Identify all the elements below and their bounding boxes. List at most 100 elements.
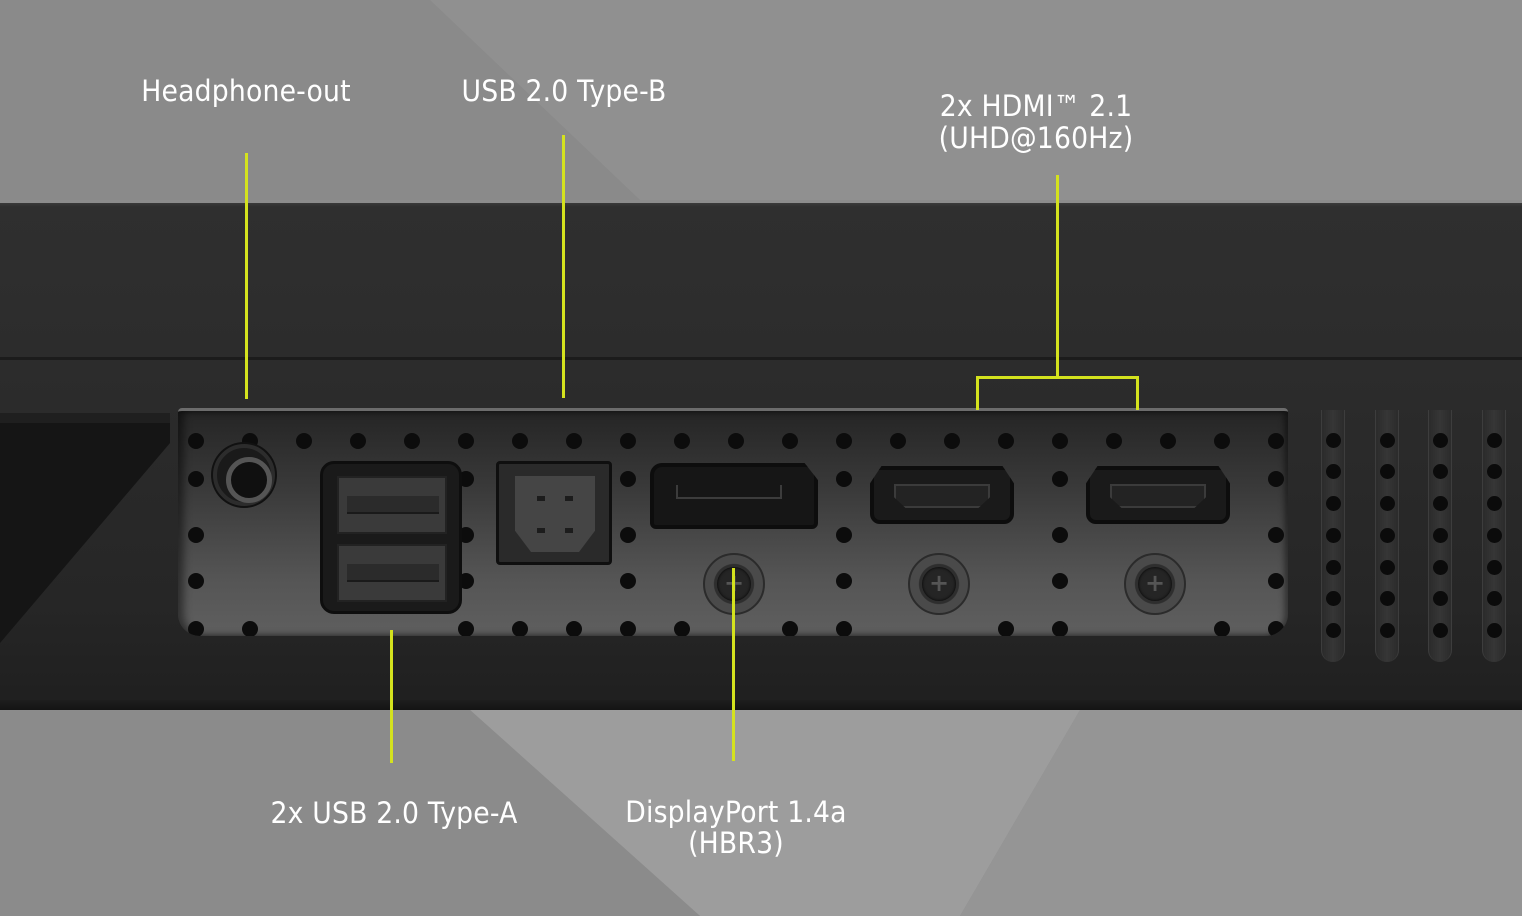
perforation-hole xyxy=(512,433,528,449)
perforation-hole xyxy=(620,527,636,543)
perforation-hole xyxy=(1268,527,1284,543)
vent-hole xyxy=(1433,433,1448,448)
perforation-hole xyxy=(998,433,1014,449)
perforation-hole xyxy=(458,471,474,487)
displayport-port[interactable] xyxy=(650,463,818,529)
vent-hole xyxy=(1433,464,1448,479)
vent-hole xyxy=(1326,496,1341,511)
usb-b-port[interactable] xyxy=(496,461,612,565)
label-displayport: DisplayPort 1.4a (HBR3) xyxy=(611,797,861,859)
monitor-upper-housing xyxy=(0,203,1522,360)
vent-hole xyxy=(1487,433,1502,448)
perforation-hole xyxy=(620,433,636,449)
perforation-hole xyxy=(1052,573,1068,589)
vent-hole xyxy=(1487,623,1502,638)
perforation-hole xyxy=(188,433,204,449)
perforation-hole xyxy=(458,527,474,543)
vent-hole xyxy=(1433,560,1448,575)
perforation-hole xyxy=(620,471,636,487)
perforation-hole xyxy=(1052,433,1068,449)
monitor-bottom-edge xyxy=(0,700,1522,710)
label-hdmi: 2x HDMI™ 2.1 (UHD@160Hz) xyxy=(915,90,1156,154)
label-hdmi-line1: 2x HDMI™ 2.1 xyxy=(939,89,1133,123)
leader-bracket-hdmi-left xyxy=(976,376,979,410)
usb-a-port-2[interactable] xyxy=(337,544,447,602)
vent-slot xyxy=(1375,410,1399,662)
vent-hole xyxy=(1380,464,1395,479)
perforation-hole xyxy=(1052,527,1068,543)
usb-a-port-1[interactable] xyxy=(337,476,447,534)
perforation-hole xyxy=(188,573,204,589)
perforation-hole xyxy=(566,621,582,636)
vent-hole xyxy=(1380,623,1395,638)
perforation-hole xyxy=(836,621,852,636)
usb-a-ports[interactable] xyxy=(320,461,462,614)
vent-hole xyxy=(1326,464,1341,479)
perforation-hole xyxy=(242,621,258,636)
label-usb-a: 2x USB 2.0 Type-A xyxy=(270,796,518,830)
label-usb-b: USB 2.0 Type-B xyxy=(461,74,667,108)
perforation-hole xyxy=(620,621,636,636)
displayport-connector xyxy=(676,485,782,499)
perforation-hole xyxy=(944,433,960,449)
perforation-hole xyxy=(836,471,852,487)
usb-b-pin xyxy=(537,528,545,533)
vent-hole xyxy=(1380,591,1395,606)
label-displayport-line1: DisplayPort 1.4a xyxy=(625,795,847,829)
leader-bracket-hdmi xyxy=(976,376,1139,379)
label-hdmi-line2: (UHD@160Hz) xyxy=(938,121,1134,155)
perforation-hole xyxy=(1268,471,1284,487)
perforation-hole xyxy=(458,621,474,636)
perforation-hole xyxy=(674,433,690,449)
vent-hole xyxy=(1326,560,1341,575)
vent-hole xyxy=(1326,591,1341,606)
leader-line-displayport xyxy=(732,568,735,761)
leader-line-usb-b xyxy=(562,135,565,398)
hdmi-port-2[interactable] xyxy=(1086,466,1230,524)
leader-line-hdmi xyxy=(1056,175,1059,378)
vent-hole xyxy=(1380,496,1395,511)
perforation-hole xyxy=(782,433,798,449)
vent-hole xyxy=(1326,433,1341,448)
perforation-hole xyxy=(1052,471,1068,487)
hdmi-port-1[interactable] xyxy=(870,466,1014,524)
perforation-hole xyxy=(620,573,636,589)
perforation-hole xyxy=(296,433,312,449)
screw-icon xyxy=(1124,553,1186,615)
vent-hole xyxy=(1326,623,1341,638)
usb-a-tongue xyxy=(347,564,439,582)
leader-line-usb-a xyxy=(390,630,393,763)
screw-icon xyxy=(908,553,970,615)
perforation-hole xyxy=(836,527,852,543)
vent-hole xyxy=(1433,528,1448,543)
vent-hole xyxy=(1487,496,1502,511)
vent-hole xyxy=(1487,464,1502,479)
monitor-left-chamfer xyxy=(0,413,170,643)
perforation-hole xyxy=(458,433,474,449)
usb-b-pin xyxy=(565,528,573,533)
vent-hole xyxy=(1380,528,1395,543)
vent-slot xyxy=(1428,410,1452,662)
vent-hole xyxy=(1433,623,1448,638)
perforation-hole xyxy=(1268,573,1284,589)
usb-b-pin xyxy=(537,496,545,501)
vent-hole xyxy=(1326,528,1341,543)
perforation-hole xyxy=(782,621,798,636)
vent-hole xyxy=(1380,560,1395,575)
perforation-hole xyxy=(512,621,528,636)
perforation-hole xyxy=(1268,433,1284,449)
vent-hole xyxy=(1487,591,1502,606)
perforation-hole xyxy=(188,621,204,636)
perforation-hole xyxy=(566,433,582,449)
perforation-hole xyxy=(350,433,366,449)
perforation-hole xyxy=(728,433,744,449)
perforation-hole xyxy=(188,527,204,543)
vent-hole xyxy=(1433,496,1448,511)
headphone-jack[interactable] xyxy=(213,444,275,506)
perforation-hole xyxy=(1052,621,1068,636)
hdmi-connector xyxy=(894,484,990,508)
perforation-hole xyxy=(1214,621,1230,636)
usb-a-tongue xyxy=(347,496,439,514)
vent-hole xyxy=(1487,560,1502,575)
vent-hole xyxy=(1380,433,1395,448)
